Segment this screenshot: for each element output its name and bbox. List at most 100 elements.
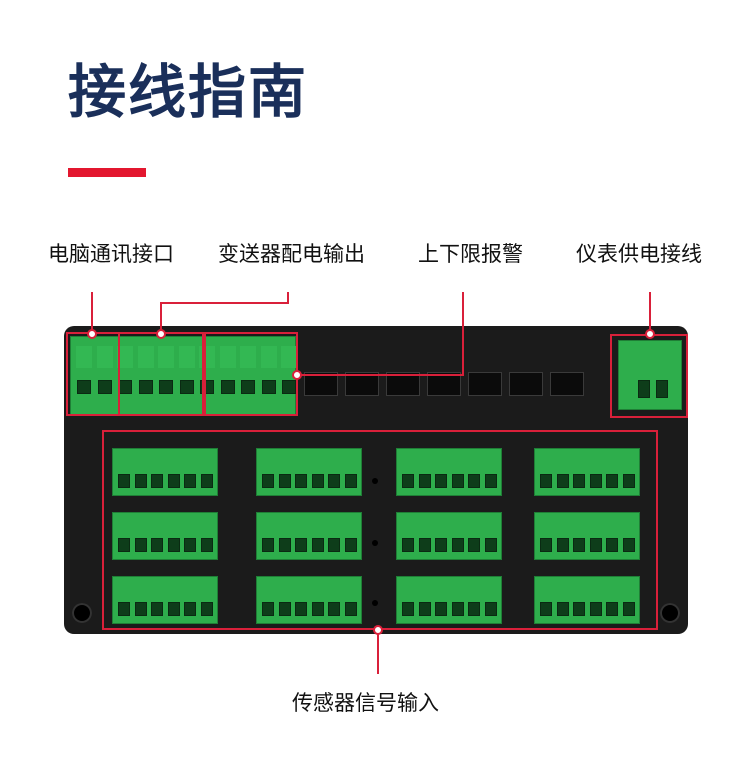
callout-box-power-supply xyxy=(610,334,688,418)
sensor-terminal-block xyxy=(534,448,640,496)
relay-socket xyxy=(386,372,420,396)
sensor-terminal-slot xyxy=(200,602,213,616)
terminal-screw-head xyxy=(117,346,133,368)
terminal-screw-head xyxy=(240,346,256,368)
sensor-terminal-slot xyxy=(134,474,147,488)
terminal-wire-slot xyxy=(220,380,235,394)
callout-dot xyxy=(645,329,655,339)
terminal-screw-head xyxy=(281,346,297,368)
relay-socket xyxy=(304,372,338,396)
sensor-terminal-slot xyxy=(295,538,307,552)
callout-dot xyxy=(292,370,302,380)
sensor-terminal-slot xyxy=(468,538,480,552)
terminal-screw-head xyxy=(178,346,195,368)
callout-dot xyxy=(156,329,166,339)
callout-box-comm xyxy=(66,332,120,416)
terminal-wire-slot xyxy=(261,380,276,394)
sensor-terminal-slot xyxy=(118,602,130,616)
sensor-terminal-slot xyxy=(167,602,180,616)
sensor-terminal-slot xyxy=(435,602,447,616)
terminal-screw-head xyxy=(158,346,174,368)
sensor-terminal-slot xyxy=(184,474,196,488)
sensor-terminal-block xyxy=(534,576,640,624)
sensor-terminal-slot xyxy=(151,538,163,552)
sensor-terminal-slot xyxy=(262,474,274,488)
sensor-terminal-slot xyxy=(556,474,569,488)
sensor-terminal-slot xyxy=(118,538,130,552)
sensor-terminal-slot xyxy=(540,602,552,616)
sensor-terminal-slot xyxy=(311,474,324,488)
sensor-terminal-slot xyxy=(589,474,602,488)
sensor-terminal-slot xyxy=(328,474,340,488)
sensor-terminal-slot xyxy=(184,538,196,552)
sensor-terminal-slot xyxy=(167,538,180,552)
relay-socket xyxy=(468,372,502,396)
relay-socket xyxy=(509,372,543,396)
leader-line-transmitter xyxy=(287,292,289,304)
sensor-terminal-slot xyxy=(311,538,324,552)
terminal-wire-slot xyxy=(241,380,255,394)
sensor-terminal-slot xyxy=(451,538,464,552)
terminal-wire-slot xyxy=(179,380,194,394)
leader-line-power xyxy=(649,292,651,334)
terminal-wire-slot xyxy=(77,380,91,394)
sensor-terminal-slot xyxy=(622,474,635,488)
sensor-terminal-slot xyxy=(606,474,618,488)
label-limit-alarm: 上下限报警 xyxy=(418,242,523,266)
terminal-screw-head xyxy=(76,346,92,368)
indicator-dot xyxy=(372,540,378,546)
terminal-wire-slot xyxy=(97,380,112,394)
relay-socket xyxy=(427,372,461,396)
sensor-terminal-slot xyxy=(484,602,497,616)
sensor-terminal-block xyxy=(396,576,502,624)
terminal-screw-head xyxy=(96,346,113,368)
sensor-terminal-slot xyxy=(435,538,447,552)
sensor-terminal-slot xyxy=(451,602,464,616)
sensor-terminal-slot xyxy=(451,474,464,488)
sensor-terminal-slot xyxy=(134,602,147,616)
sensor-terminal-slot xyxy=(468,474,480,488)
sensor-terminal-slot xyxy=(278,538,291,552)
sensor-terminal-slot xyxy=(418,538,431,552)
sensor-terminal-slot xyxy=(278,474,291,488)
title-underline xyxy=(68,168,146,177)
sensor-terminal-slot xyxy=(622,602,635,616)
sensor-terminal-slot xyxy=(151,474,163,488)
sensor-terminal-slot xyxy=(167,474,180,488)
callout-box-sensor-input xyxy=(102,430,658,630)
sensor-terminal-slot xyxy=(402,538,414,552)
sensor-terminal-slot xyxy=(151,602,163,616)
sensor-terminal-block xyxy=(396,448,502,496)
label-instrument-power-supply: 仪表供电接线 xyxy=(576,242,702,266)
sensor-terminal-slot xyxy=(468,602,480,616)
terminal-screw-head xyxy=(137,346,154,368)
power-terminal-block xyxy=(618,340,682,410)
label-sensor-signal-input: 传感器信号输入 xyxy=(292,691,439,715)
sensor-terminal-slot xyxy=(540,538,552,552)
leader-line-sensor xyxy=(377,630,379,674)
leader-line-alarm xyxy=(462,292,464,376)
sensor-terminal-slot xyxy=(573,474,585,488)
sensor-terminal-slot xyxy=(134,538,147,552)
indicator-dot xyxy=(372,600,378,606)
indicator-dot xyxy=(372,478,378,484)
sensor-terminal-block xyxy=(534,512,640,560)
leader-line-alarm xyxy=(298,374,464,376)
sensor-terminal-slot xyxy=(200,538,213,552)
relay-socket xyxy=(550,372,584,396)
terminal-wire-slot xyxy=(282,380,296,394)
callout-dot xyxy=(373,625,383,635)
terminal-wire-slot xyxy=(159,380,173,394)
power-terminal-slot xyxy=(656,380,668,398)
sensor-terminal-block xyxy=(112,448,218,496)
sensor-terminal-slot xyxy=(606,538,618,552)
callout-box-transmitter-a xyxy=(118,332,204,416)
mount-hole xyxy=(660,603,680,623)
sensor-terminal-slot xyxy=(622,538,635,552)
terminal-screw-head xyxy=(219,346,236,368)
sensor-terminal-slot xyxy=(118,474,130,488)
sensor-terminal-slot xyxy=(606,602,618,616)
sensor-terminal-slot xyxy=(311,602,324,616)
sensor-terminal-slot xyxy=(540,474,552,488)
sensor-terminal-slot xyxy=(484,474,497,488)
